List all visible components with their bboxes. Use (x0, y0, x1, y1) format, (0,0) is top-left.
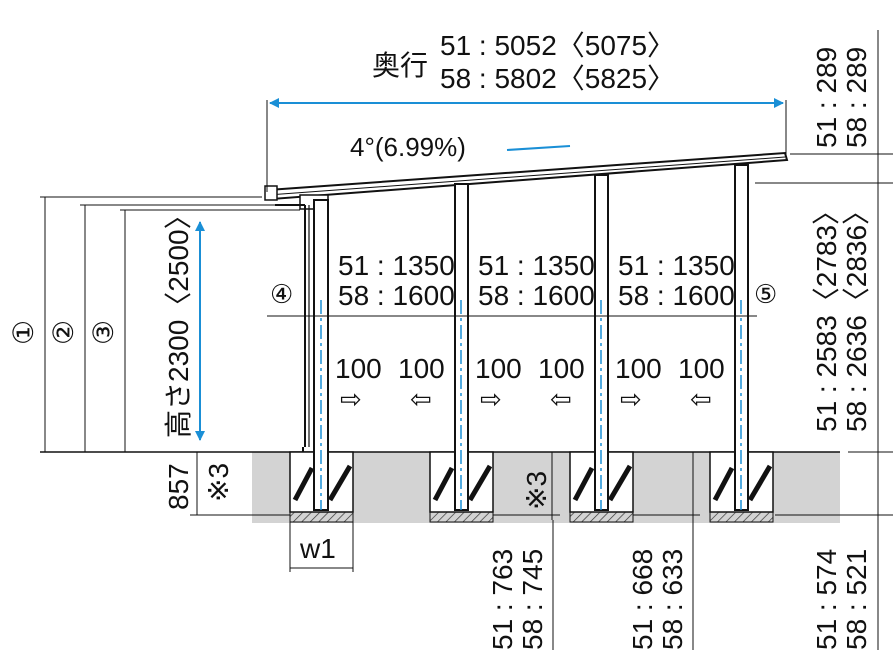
post-offset-3: 100 (475, 353, 522, 384)
post-3 (594, 174, 609, 511)
note-mark-left: ※3 (203, 463, 234, 502)
depth-label: 奥行 (372, 50, 428, 81)
slope-label: 4°(6.99%) (350, 132, 466, 162)
post-marker-5: ⑤ (754, 279, 777, 309)
span-3-58: 58 : 1600 (618, 280, 735, 311)
height-marker-2: ② (48, 320, 79, 345)
span-2-58: 58 : 1600 (478, 280, 595, 311)
post-offset-4: 100 (538, 353, 585, 384)
post-2 (454, 183, 469, 511)
eave-height-58: 58 : 289 (841, 47, 872, 148)
right-dimension-lines (755, 30, 893, 650)
eave-height-51: 51 : 289 (811, 47, 842, 148)
bottom-dim-2-58: 58 : 633 (657, 549, 688, 650)
post-marker-4: ④ (270, 279, 293, 309)
left-height-lines (40, 196, 300, 452)
offset-arrow-right-icon: ⇨ (340, 384, 362, 414)
offset-arrow-right-icon: ⇨ (620, 384, 642, 414)
span-3-51: 51 : 1350 (618, 250, 735, 281)
roof (264, 151, 789, 210)
footing-depth-lines (190, 452, 290, 516)
post-offset-6: 100 (678, 353, 725, 384)
bottom-dim-2-51: 51 : 668 (627, 549, 658, 650)
span-1-51: 51 : 1350 (338, 250, 455, 281)
height-marker-1: ① (8, 320, 39, 345)
height-marker-3: ③ (88, 320, 119, 345)
depth-value-58: 58 : 5802〈5825〉 (440, 63, 675, 94)
span-1-58: 58 : 1600 (338, 280, 455, 311)
span-2-51: 51 : 1350 (478, 250, 595, 281)
bottom-dim-3-58: 58 : 521 (841, 549, 872, 650)
slope-indicator-line (506, 145, 571, 151)
depth-value-51: 51 : 5052〈5075〉 (440, 30, 675, 61)
offset-arrow-left-icon: ⇦ (550, 384, 572, 414)
offset-arrow-left-icon: ⇦ (690, 384, 712, 414)
depth-dimension (266, 98, 787, 192)
footing-depth-label: 857 (163, 463, 194, 510)
offset-arrow-right-icon: ⇨ (480, 384, 502, 414)
bottom-dim-3-51: 51 : 574 (811, 549, 842, 650)
offset-arrow-left-icon: ⇦ (410, 384, 432, 414)
post-offset-5: 100 (615, 353, 662, 384)
bottom-dim-1-58: 58 : 745 (517, 549, 548, 650)
post-4 (734, 164, 749, 511)
post-offset-1: 100 (335, 353, 382, 384)
total-height-51: 51 : 2583〈2783〉 (811, 197, 842, 432)
post-1 (313, 199, 329, 511)
footing-width-label: w1 (299, 533, 336, 564)
footing-width-lines (289, 522, 354, 572)
bottom-dim-lines (493, 452, 700, 650)
gutter-downpipe (275, 204, 310, 452)
post-offset-2: 100 (398, 353, 445, 384)
bottom-dim-1-51: 51 : 763 (487, 549, 518, 650)
note-mark-center: ※3 (521, 471, 552, 510)
total-height-58: 58 : 2636〈2836〉 (841, 197, 872, 432)
clear-height-label: 高さ2300〈2500〉 (163, 201, 194, 438)
